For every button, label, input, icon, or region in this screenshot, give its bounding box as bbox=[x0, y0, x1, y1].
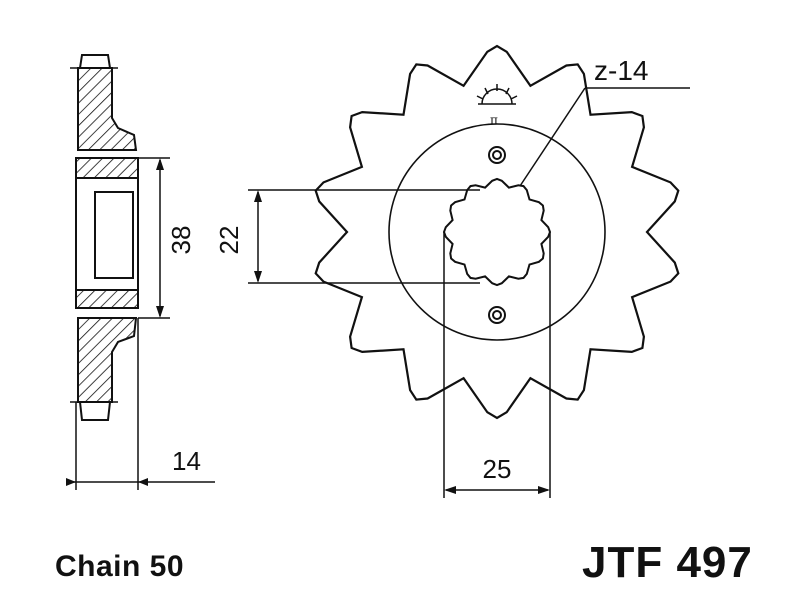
side-hub-core bbox=[94, 191, 134, 279]
side-hub-bottom bbox=[75, 289, 139, 309]
teeth-count-label: z-14 bbox=[594, 55, 648, 86]
dimension-38: 38 bbox=[138, 157, 196, 319]
sprocket-pitch-circle bbox=[388, 123, 606, 341]
part-number-label: JTF 497 bbox=[582, 538, 753, 587]
side-bottom-tooth bbox=[78, 401, 112, 421]
pi-symbol-icon: π bbox=[490, 113, 498, 127]
spline-bore bbox=[442, 177, 552, 287]
dimension-25: 25 bbox=[443, 232, 551, 498]
dim-14-label: 14 bbox=[172, 446, 201, 476]
dim-22-label: 22 bbox=[214, 226, 244, 255]
dimension-14: 14 bbox=[66, 318, 215, 490]
side-bottom-body bbox=[77, 317, 138, 403]
sun-burst-icon bbox=[476, 84, 518, 105]
dim-38-label: 38 bbox=[166, 226, 196, 255]
chain-size-label: Chain 50 bbox=[55, 550, 185, 583]
dimension-22: 22 bbox=[214, 189, 480, 284]
side-hub-top bbox=[75, 157, 139, 179]
teeth-count-callout: z-14 bbox=[519, 55, 690, 187]
side-top-tooth bbox=[78, 54, 112, 69]
front-view: π bbox=[314, 44, 680, 420]
bolt-hole-top bbox=[488, 146, 506, 164]
dim-25-label: 25 bbox=[483, 454, 512, 484]
bolt-hole-bottom bbox=[488, 306, 506, 324]
side-view bbox=[70, 54, 139, 421]
side-top-body bbox=[77, 67, 138, 151]
